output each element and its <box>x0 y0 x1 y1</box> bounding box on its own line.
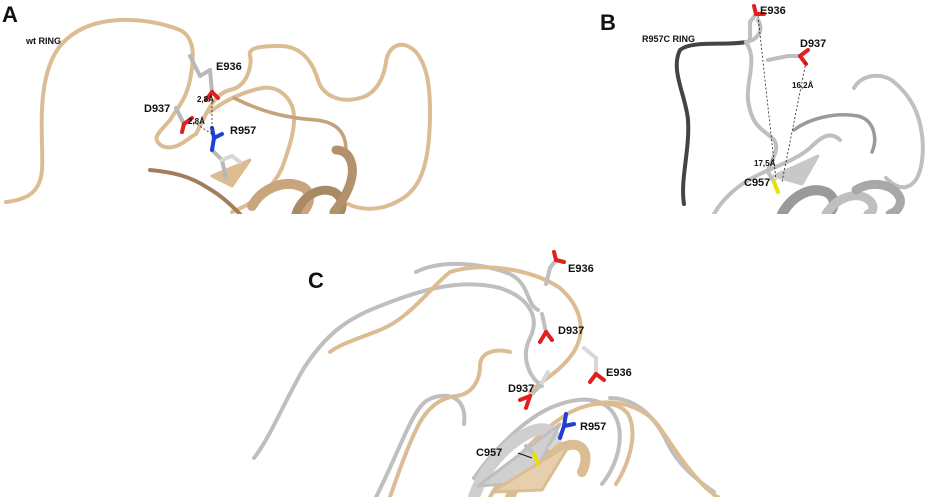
distance-d937-c957: 16,2Å <box>792 81 814 90</box>
mut-ribbon-right <box>852 73 925 190</box>
mut-ribbon-turn <box>792 113 877 154</box>
wt-helix-1 <box>247 179 314 214</box>
wt-sheet-arrow <box>210 158 252 188</box>
label-d937-c-wt: D937 <box>508 383 534 395</box>
e936-stick-overlay-wt <box>582 346 606 384</box>
overlay-wt-ribbon-1 <box>328 265 583 394</box>
overlay-mut-ribbon-3 <box>374 393 467 497</box>
e936-stick-mut <box>748 4 766 42</box>
wt-helix-3 <box>329 145 357 214</box>
wt-ribbon-loop <box>194 42 432 211</box>
panel-b: B R957C RING <box>596 0 941 214</box>
hbond-d937-r957 <box>189 119 213 135</box>
wt-ribbon-turn <box>232 96 348 152</box>
distance-line-d937-c957 <box>781 61 807 183</box>
d937-stick <box>174 106 194 134</box>
panel-c-label: C <box>308 268 324 293</box>
r957-stick-overlay <box>548 412 576 450</box>
c957-stick <box>766 170 780 194</box>
overlay-mut-ribbon-2 <box>414 262 540 312</box>
d937-stick-overlay-top <box>538 312 554 344</box>
d937-stick-mut <box>766 48 810 66</box>
overlay-mut-ribbon-1 <box>252 282 544 460</box>
c957-stick-overlay <box>524 444 540 466</box>
panel-a-structure: E936 D937 R957 2,8Å 2,8Å <box>4 17 432 214</box>
overlay-sheet-2 <box>490 442 572 494</box>
label-r957: R957 <box>230 125 256 137</box>
label-c957-b: C957 <box>744 177 770 189</box>
panel-c-structure: E936 D937 D937 E936 R957 C957 <box>252 250 720 497</box>
distance-e936-r957: 2,8Å <box>197 95 214 104</box>
panel-a: A wt RING <box>0 0 440 214</box>
mut-ribbon-lower <box>712 133 842 214</box>
label-e936-c-wt: E936 <box>606 367 632 379</box>
label-e936-b: E936 <box>760 5 786 17</box>
mut-ribbon-mid <box>744 40 779 172</box>
label-d937-c-top: D937 <box>558 325 584 337</box>
mut-ribbon-left <box>674 40 748 206</box>
panel-a-title: wt RING <box>26 36 61 46</box>
panel-c: C <box>230 248 730 497</box>
d937-stick-overlay-wt <box>518 370 550 410</box>
panel-b-label: B <box>600 10 616 35</box>
panel-a-label: A <box>2 2 18 27</box>
label-d937: D937 <box>144 103 170 115</box>
label-d937-b: D937 <box>800 38 826 50</box>
label-c957-c: C957 <box>476 447 502 459</box>
panel-b-structure: E936 D937 C957 16,2Å 17,5Å <box>674 4 925 214</box>
overlay-wt-ribbon-4 <box>590 400 720 497</box>
distance-e936-c957: 17,5Å <box>754 159 776 168</box>
e936-stick <box>188 54 220 102</box>
overlay-mut-ribbon-4 <box>472 397 622 486</box>
mut-sheet-arrow <box>772 154 820 186</box>
mut-helix-3 <box>851 179 905 214</box>
panel-b-title: R957C RING <box>642 34 696 44</box>
distance-d937-r957: 2,8Å <box>188 117 205 126</box>
wt-ribbon-lower <box>148 168 242 214</box>
label-e936-c-top: E936 <box>568 263 594 275</box>
r957-stick <box>210 126 242 180</box>
distance-line-e936-c957 <box>757 15 777 181</box>
mut-helix-2 <box>821 191 878 214</box>
label-r957-c: R957 <box>580 421 606 433</box>
wt-ribbon-main <box>4 17 198 204</box>
c957-arrow <box>517 452 533 459</box>
e936-stick-overlay-top <box>544 250 566 286</box>
label-e936: E936 <box>216 61 242 73</box>
overlay-wt-ribbon-2 <box>388 348 512 497</box>
